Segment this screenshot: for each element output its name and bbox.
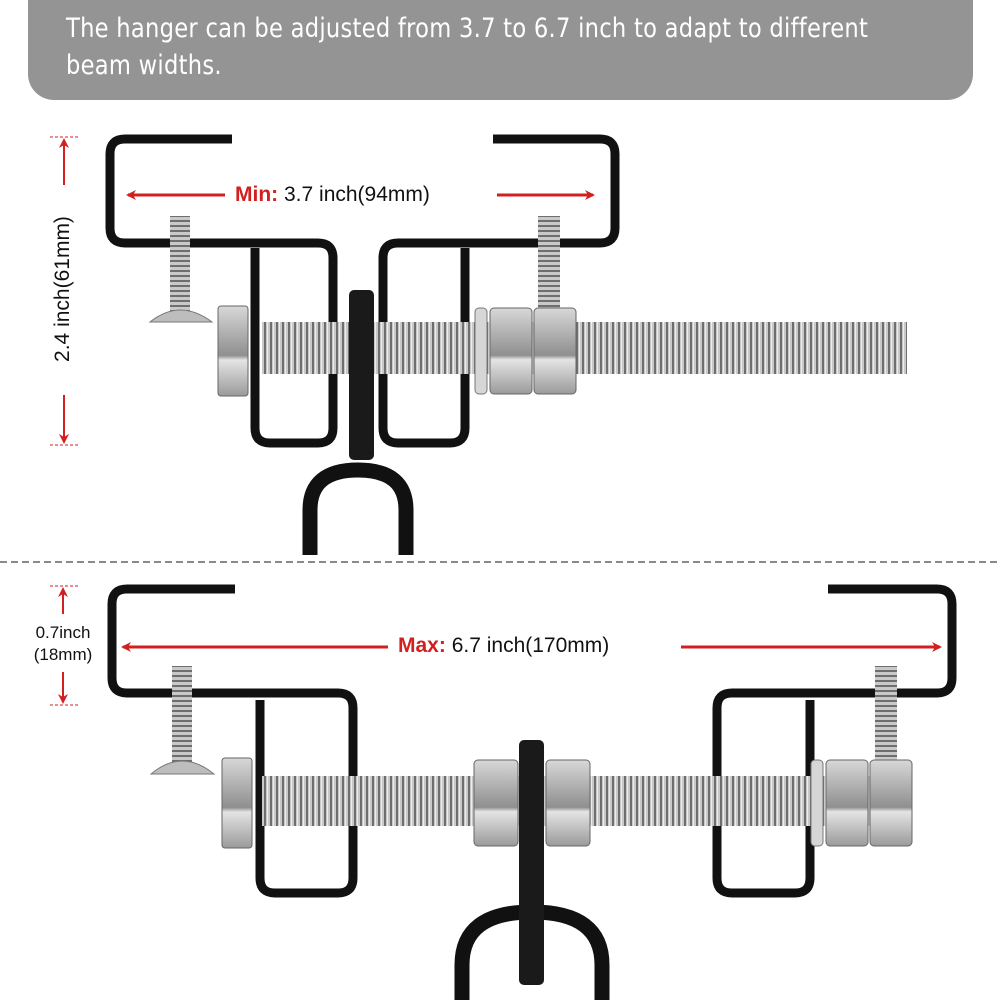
lip-label-line2: (18mm) xyxy=(33,645,93,664)
min-width-label: Min: 3.7 inch(94mm) xyxy=(235,183,430,207)
height-label: 2.4 inch(61mm) xyxy=(51,216,74,362)
top-hanger xyxy=(50,134,907,555)
max-value: 6.7 inch(170mm) xyxy=(451,634,610,657)
lip-label: 0.7inch (18mm) xyxy=(18,622,108,666)
min-value: 3.7 inch(94mm) xyxy=(284,183,430,206)
height-dimension xyxy=(50,136,78,446)
bottom-hanger xyxy=(50,584,957,1000)
max-key: Max: xyxy=(398,634,446,657)
lip-dimension xyxy=(50,585,78,706)
info-banner xyxy=(28,0,973,100)
min-key: Min: xyxy=(235,183,279,206)
lip-label-line1: 0.7inch xyxy=(35,623,91,642)
banner-text: The hanger can be adjusted from 3.7 to 6… xyxy=(66,13,869,81)
max-width-label: Max: 6.7 inch(170mm) xyxy=(398,634,609,658)
